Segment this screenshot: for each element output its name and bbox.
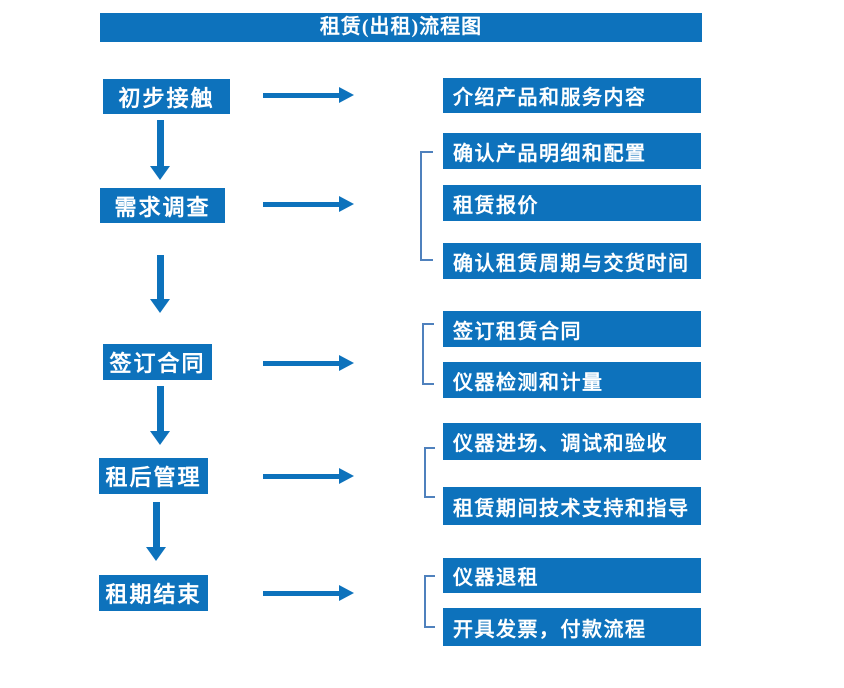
arrow-shaft bbox=[263, 590, 339, 596]
flow-step-box: 需求调查 bbox=[100, 188, 225, 223]
right-arrow-icon bbox=[263, 87, 355, 103]
group-bracket bbox=[422, 323, 434, 385]
flow-detail-box: 签订租赁合同 bbox=[443, 311, 701, 347]
flow-step-box: 租期结束 bbox=[99, 575, 208, 611]
flow-detail-box: 仪器进场、调试和验收 bbox=[443, 423, 701, 460]
right-arrow-icon bbox=[263, 468, 355, 484]
group-bracket bbox=[424, 447, 435, 498]
group-bracket bbox=[420, 151, 433, 261]
flow-detail-box: 仪器退租 bbox=[443, 558, 701, 593]
arrow-shaft bbox=[156, 255, 164, 299]
arrow-head bbox=[339, 196, 354, 212]
arrow-head bbox=[150, 299, 170, 313]
flow-detail-box: 介绍产品和服务内容 bbox=[443, 78, 701, 113]
arrow-head bbox=[150, 166, 170, 180]
right-arrow-icon bbox=[263, 355, 355, 371]
down-arrow-icon bbox=[150, 255, 170, 313]
flowchart-title: 租赁(出租)流程图 bbox=[100, 13, 702, 42]
arrow-head bbox=[146, 547, 166, 561]
arrow-shaft bbox=[263, 201, 339, 207]
arrow-head bbox=[339, 468, 354, 484]
flow-detail-box: 开具发票，付款流程 bbox=[443, 608, 701, 646]
flow-detail-box: 仪器检测和计量 bbox=[443, 362, 701, 398]
arrow-shaft bbox=[156, 386, 164, 431]
arrow-head bbox=[339, 87, 354, 103]
arrow-shaft bbox=[263, 360, 339, 366]
flow-detail-box: 确认产品明细和配置 bbox=[443, 133, 701, 169]
flow-detail-box: 租赁期间技术支持和指导 bbox=[443, 487, 701, 525]
arrow-shaft bbox=[263, 473, 339, 479]
flow-step-box: 初步接触 bbox=[103, 79, 230, 114]
group-bracket bbox=[424, 575, 435, 628]
right-arrow-icon bbox=[263, 196, 355, 212]
down-arrow-icon bbox=[150, 386, 170, 445]
right-arrow-icon bbox=[263, 585, 355, 601]
flow-detail-box: 租赁报价 bbox=[443, 185, 701, 221]
flow-step-box: 租后管理 bbox=[99, 458, 208, 494]
arrow-shaft bbox=[263, 92, 339, 98]
arrow-head bbox=[150, 431, 170, 445]
arrow-shaft bbox=[156, 120, 164, 166]
arrow-shaft bbox=[152, 502, 160, 547]
down-arrow-icon bbox=[150, 120, 170, 180]
arrow-head bbox=[339, 585, 354, 601]
flow-step-box: 签订合同 bbox=[103, 344, 212, 380]
down-arrow-icon bbox=[146, 502, 166, 561]
arrow-head bbox=[339, 355, 354, 371]
flow-detail-box: 确认租赁周期与交货时间 bbox=[443, 243, 701, 279]
